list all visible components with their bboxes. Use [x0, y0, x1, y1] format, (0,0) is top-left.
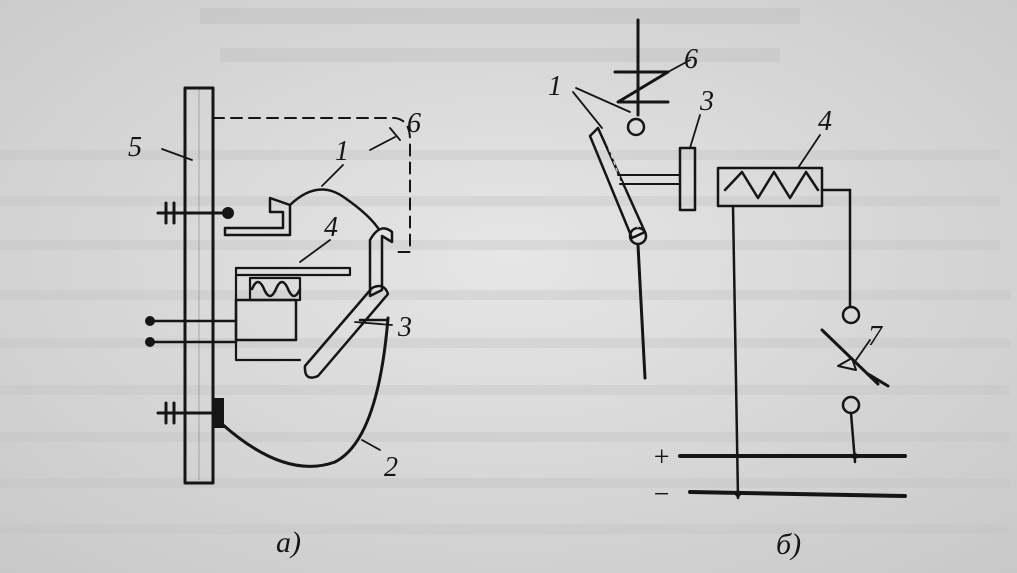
label-2: 2: [384, 452, 398, 483]
leader-lines-a: [161, 127, 401, 451]
flexible-lead: [220, 316, 390, 468]
trip-coil: [716, 166, 824, 208]
negative-bus-label: −: [652, 479, 671, 510]
upper-mount-bolt: [156, 201, 234, 225]
control-switch-lever: [820, 328, 890, 388]
label-1-b: 1: [548, 71, 562, 102]
fixed-contact-arm: [223, 196, 292, 237]
main-line-bottom: [636, 243, 647, 380]
caption-a: а): [276, 526, 301, 559]
diagram-a: 5 1 6 4 3 2 а): [128, 86, 421, 559]
label-4-b: 4: [818, 106, 832, 137]
positive-bus-label: +: [652, 442, 671, 473]
control-switch-pivot: [837, 357, 857, 371]
contact-spring: [288, 188, 380, 230]
electromagnet-coil: [234, 266, 352, 362]
upper-terminal: [626, 117, 646, 137]
moving-contact-hook: [368, 227, 394, 298]
terminal-wires: [145, 316, 238, 347]
dashed-housing: [212, 117, 411, 253]
diagram-b: + − 1 6 3 4 7 б): [548, 18, 907, 561]
latch-symbol: [613, 70, 670, 104]
bimetal-strip: [303, 284, 390, 379]
switch-blade: [588, 126, 647, 240]
bleed-through-texture: [0, 8, 1010, 534]
label-4: 4: [324, 212, 338, 243]
lower-mount-bolt: [156, 398, 224, 428]
base-plate: [183, 86, 215, 485]
leader-lines-b: [572, 87, 871, 361]
label-6-b: 6: [684, 44, 698, 75]
trip-armature: [678, 146, 697, 212]
coil-lead-left: [731, 204, 740, 500]
label-6: 6: [407, 108, 421, 139]
negative-bus: [688, 490, 907, 498]
control-terminal-top: [841, 305, 861, 325]
label-3-b: 3: [699, 86, 714, 117]
label-7-b: 7: [868, 321, 883, 352]
label-3: 3: [397, 312, 412, 343]
caption-b: б): [776, 528, 801, 561]
label-5: 5: [128, 132, 142, 163]
label-1: 1: [335, 136, 349, 167]
